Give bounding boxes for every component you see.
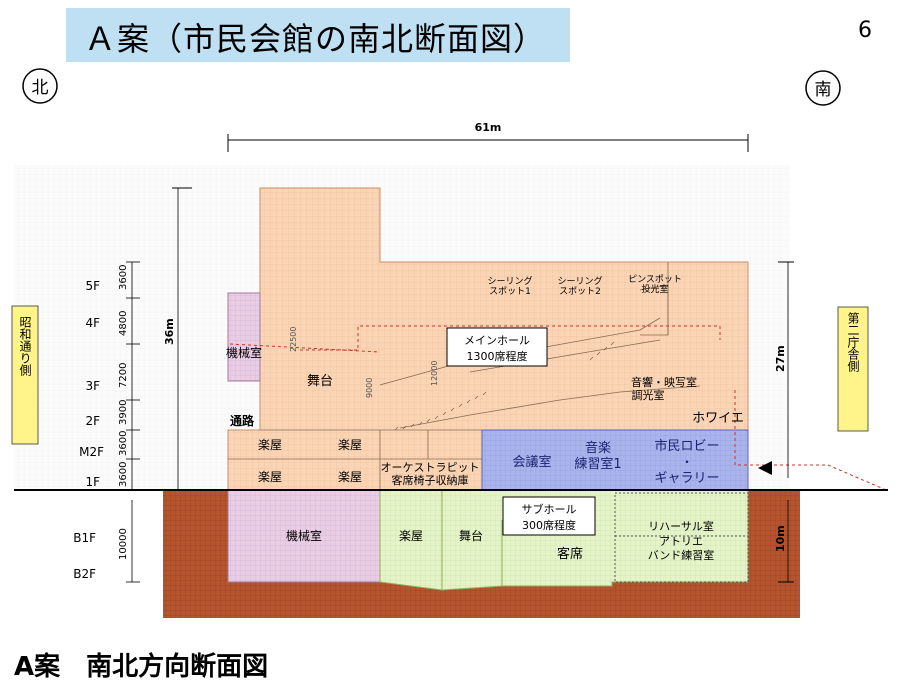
floor-m2f: M2F (79, 445, 104, 459)
north-circle (22, 68, 58, 104)
title-background (66, 8, 570, 62)
label-ceiling-spot-2b: スポット2 (559, 286, 601, 297)
machine-room-upper (227, 292, 261, 382)
label-rehearsal: リハーサル室 (648, 519, 714, 533)
total-height-label: 36m (163, 318, 176, 345)
right-height-label: 27m (774, 345, 787, 372)
basement-labels: 機械室 楽屋 舞台 客席 リハーサル室 アトリエ バンド練習室 (286, 519, 714, 562)
label-atelier: アトリエ (659, 535, 703, 548)
label-b-stage: 舞台 (459, 528, 483, 543)
floor-5f: 5F (85, 279, 100, 293)
public-lobby-block (481, 429, 749, 491)
machine-room-basement (227, 489, 381, 583)
seating-steps (394, 341, 615, 431)
main-hall-seats: 1300席程度 (467, 349, 528, 363)
mm-basement: 10000 (118, 528, 129, 560)
sightline-dashed (229, 325, 887, 491)
label-ceiling-spot-1b: スポット1 (489, 286, 531, 297)
label-conference: 会議室 (512, 454, 551, 470)
label-b-machine-room: 機械室 (286, 528, 322, 543)
main-hall-callout (446, 327, 548, 367)
label-dressing-3: 楽屋 (258, 470, 282, 484)
label-stage: 舞台 (307, 374, 333, 389)
floor-height-dimension (126, 261, 140, 583)
mm-12000: 12000 (430, 361, 439, 386)
mm-4f: 4800 (118, 311, 129, 336)
label-music-2: 練習室1 (574, 456, 621, 472)
side-label-right-box (837, 306, 869, 432)
mm-2f: 3900 (118, 400, 129, 425)
floor-b1f: B1F (73, 531, 96, 545)
label-ceiling-spot-1a: シーリング (487, 275, 532, 287)
south-circle (805, 70, 841, 106)
label-foyer: ホワイエ (692, 411, 744, 426)
sub-hall-name: サブホール (522, 502, 577, 516)
mm-1f: 3600 (118, 462, 129, 487)
floor-height-values: 3600 4800 7200 3900 3600 3600 10000 (118, 265, 129, 560)
page-number: 6 (858, 18, 872, 43)
figure-caption: A案 南北方向断面図 (14, 652, 269, 682)
side-label-left-box (11, 305, 39, 445)
mm-3f: 7200 (118, 363, 129, 388)
label-machine-room: 機械室 (226, 345, 262, 360)
label-seat-storage: 客席椅子収納庫 (392, 473, 469, 487)
label-ceiling-spot-2a: シーリング (557, 275, 602, 287)
label-pin-spot-b: 投光室 (641, 283, 668, 295)
room-labels: 舞台 機械室 通路 楽屋 楽屋 楽屋 楽屋 オーケストラピット 客席椅子収納庫 … (226, 274, 744, 487)
floor-4f: 4F (85, 316, 100, 330)
label-lobby-dot: ・ (681, 455, 693, 469)
mm-m2f: 3600 (118, 431, 129, 456)
label-lobby-2: ギャラリー (654, 471, 719, 486)
mm-9000: 9000 (365, 378, 374, 398)
label-light-room: 調光室 (632, 388, 665, 402)
mm-5f: 3600 (118, 265, 129, 290)
north-label: 北 (32, 78, 49, 98)
sub-hall-seats: 300席程度 (522, 518, 576, 532)
rehearsal-zone (614, 492, 749, 583)
label-b-seats: 客席 (557, 546, 583, 562)
label-sound-room: 音響・映写室 (631, 375, 697, 389)
label-pin-spot-a: ピンスポット (628, 274, 682, 285)
floor-labels: 5F 4F 3F 2F M2F 1F B1F B2F (73, 279, 104, 581)
floor-2f: 2F (85, 414, 100, 428)
label-b-dressing: 楽屋 (399, 529, 423, 543)
page-title: Ａ案（市民会館の南北断面図） (84, 20, 547, 58)
entrance-arrow (758, 461, 772, 475)
sub-hall-callout (502, 496, 596, 536)
label-lobby-1: 市民ロビー (654, 438, 719, 454)
label-dressing-1: 楽屋 (258, 438, 282, 452)
basement-depth-label: 10m (774, 525, 787, 552)
width-label: 61m (475, 121, 502, 134)
label-orchestra-pit: オーケストラピット (381, 461, 480, 474)
mm-stage: 22500 (289, 327, 298, 352)
floor-3f: 3F (85, 379, 100, 393)
label-dressing-4: 楽屋 (338, 470, 362, 484)
label-music-1: 音楽 (585, 440, 611, 456)
label-band-practice: バンド練習室 (648, 548, 715, 562)
side-label-right: 第二庁舎側 (846, 312, 860, 372)
side-label-left: 昭和通り側 (18, 316, 32, 376)
main-hall-name: メインホール (464, 334, 530, 347)
floor-1f: 1F (85, 475, 100, 489)
label-dressing-2: 楽屋 (338, 438, 362, 452)
label-passage: 通路 (230, 413, 255, 428)
floor-b2f: B2F (73, 567, 96, 581)
south-label: 南 (815, 80, 832, 100)
